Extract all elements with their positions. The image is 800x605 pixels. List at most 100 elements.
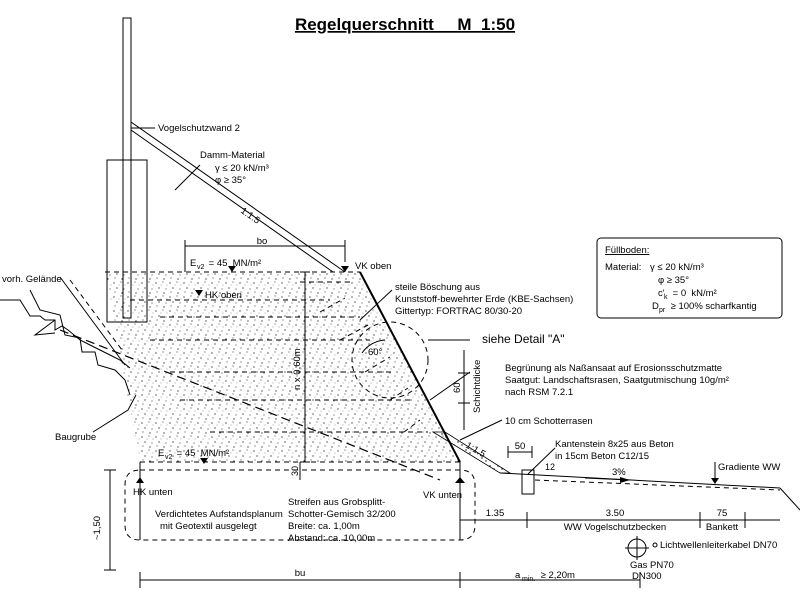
hk-oben-label: HK oben — [205, 290, 242, 301]
begruenung-line3: nach RSM 7.2.1 — [505, 387, 573, 398]
vorh-gelaende-leader — [69, 279, 123, 351]
drawing-title: Regelquerschnitt M 1:50 — [295, 15, 515, 34]
streifen-line2: Schotter-Gemisch 32/200 — [288, 509, 396, 520]
hk-oben-marker — [195, 290, 203, 296]
ground-right — [499, 472, 800, 511]
dim-150: ~1,50 — [92, 516, 103, 540]
amin-label: a min. ≥ 2,20m — [515, 570, 575, 583]
steile-line1: steile Böschung aus — [395, 282, 480, 293]
bo-dimension — [184, 240, 346, 272]
kantenstein-line2: in 15cm Beton C12/15 — [555, 451, 649, 462]
svg-text:E: E — [158, 448, 164, 459]
kantenstein-leader — [527, 447, 556, 475]
angle-arc — [361, 339, 386, 354]
svg-text:min.: min. — [522, 576, 535, 583]
vogelschutzwand-label: Vogelschutzwand 2 — [158, 123, 240, 134]
baugrube-label: Baugrube — [55, 432, 96, 443]
svg-text:v2: v2 — [197, 264, 205, 271]
dim-50-line — [507, 446, 533, 458]
dim-150-line — [104, 469, 116, 571]
dim-30: 30 — [290, 466, 300, 476]
steile-line2: Kunststoff-bewehrter Erde (KBE-Sachsen) — [395, 294, 573, 305]
damm-gamma: γ ≤ 20 kN/m³ — [215, 163, 269, 174]
ev2-bottom: E v2 = 45 MN/m² — [158, 448, 229, 464]
begruenung-line2: Saatgut: Landschaftsrasen, Saatgutmischu… — [505, 375, 729, 386]
svg-text:c': c' — [658, 288, 665, 299]
gas-line2: DN300 — [632, 571, 662, 582]
gradiente-label: Gradiente WW — [718, 462, 780, 473]
svg-text:pr: pr — [659, 307, 666, 314]
begruenung-leader — [429, 371, 471, 401]
dim-75: 75 — [717, 508, 728, 519]
svg-text:v2: v2 — [165, 454, 173, 461]
streifen-line4: Abstand: ca. 10,00m — [288, 533, 375, 544]
fuellboden-gamma: γ ≤ 20 kN/m³ — [650, 262, 704, 273]
dim-60: 60 — [452, 382, 463, 393]
n-label: n x 0,60m — [292, 348, 303, 390]
schichtdicke-label: Schichtdicke — [472, 360, 483, 413]
planum-line1: Verdichtetes Aufstandsplanum — [155, 509, 283, 520]
bu-dimension — [139, 572, 641, 588]
kantenstein-line1: Kantenstein 8x25 aus Beton — [555, 439, 674, 450]
schotterrasen-strip — [431, 431, 512, 474]
steile-line3: Gittertyp: FORTRAC 80/30-20 — [395, 306, 522, 317]
gas-line1: Gas PN70 — [630, 560, 674, 571]
svg-text:k: k — [664, 294, 668, 301]
dim-12: 12 — [545, 462, 555, 472]
bo-label: bo — [257, 236, 268, 247]
streifen-line1: Streifen aus Grobsplitt- — [288, 497, 385, 508]
lwl-kabel-label: Lichtwellenleiterkabel DN70 — [660, 540, 777, 551]
hk-unten-label: HK unten — [133, 487, 173, 498]
gradiente-marker — [711, 478, 719, 484]
dim-350: 3.50 — [606, 508, 625, 519]
steep-slope-face — [359, 271, 461, 463]
dim-135: 1.35 — [486, 508, 505, 519]
hk-unten-marker — [136, 477, 144, 483]
bu-label: bu — [295, 568, 306, 579]
ev2-top: E v2 = 45 MN/m² — [190, 258, 261, 272]
svg-text:E: E — [190, 258, 196, 269]
svg-text:D: D — [652, 301, 659, 312]
angle-label: 60° — [368, 347, 383, 358]
detail-label: siehe Detail "A" — [482, 332, 565, 346]
begruenung-line1: Begrünung als Naßansaat auf Erosionsschu… — [505, 363, 722, 374]
damm-material-label: Damm-Material — [200, 150, 265, 161]
slope-ratio-top: 1:1.5 — [238, 205, 262, 226]
vk-unten-label: VK unten — [423, 490, 462, 501]
svg-text:≥ 100% scharfkantig: ≥ 100% scharfkantig — [668, 301, 757, 312]
dim-50: 50 — [515, 441, 526, 452]
vorh-gelaende-label: vorh. Gelände — [2, 274, 62, 285]
planum-line2: mit Geotextil ausgelegt — [160, 521, 257, 532]
detail-circle — [351, 321, 429, 399]
existing-ground — [0, 276, 131, 396]
dim-chain-right — [459, 512, 780, 528]
n-dimension — [300, 271, 310, 463]
vk-oben-label: VK oben — [355, 261, 391, 272]
cross-fall-label: 3% — [612, 467, 626, 478]
svg-text:= 45 MN/m²: = 45 MN/m² — [206, 258, 261, 269]
bankett-label: Bankett — [706, 522, 739, 533]
damm-slope — [130, 121, 346, 273]
vk-unten-marker — [455, 477, 465, 483]
vk-oben-marker — [341, 266, 349, 272]
gas-pipe-symbol — [625, 536, 658, 560]
svg-text:a: a — [515, 570, 521, 581]
fuellboden-heading: Füllboden: — [605, 245, 649, 256]
svg-text:≥ 2,20m: ≥ 2,20m — [538, 570, 575, 581]
schotterrasen-label: 10 cm Schotterrasen — [505, 416, 593, 427]
ww-becken-label: WW Vogelschutzbecken — [564, 522, 666, 533]
baugrube — [59, 329, 441, 481]
fuellboden-material: Material: — [605, 262, 641, 273]
kantenstein-block — [521, 469, 535, 495]
svg-text:= 0 kN/m²: = 0 kN/m² — [670, 288, 717, 299]
streifen-line3: Breite: ca. 1,00m — [288, 521, 360, 532]
fuellboden-d: D pr ≥ 100% scharfkantig — [652, 301, 757, 314]
steile-leader — [359, 289, 393, 321]
fill-body — [105, 272, 460, 462]
fuellboden-c: c' k = 0 kN/m² — [658, 288, 717, 301]
geogrid-layers — [130, 281, 428, 433]
schotterrasen-leader — [459, 419, 503, 441]
fuellboden-box: Füllboden: Material: γ ≤ 20 kN/m³ φ ≥ 35… — [596, 237, 783, 319]
